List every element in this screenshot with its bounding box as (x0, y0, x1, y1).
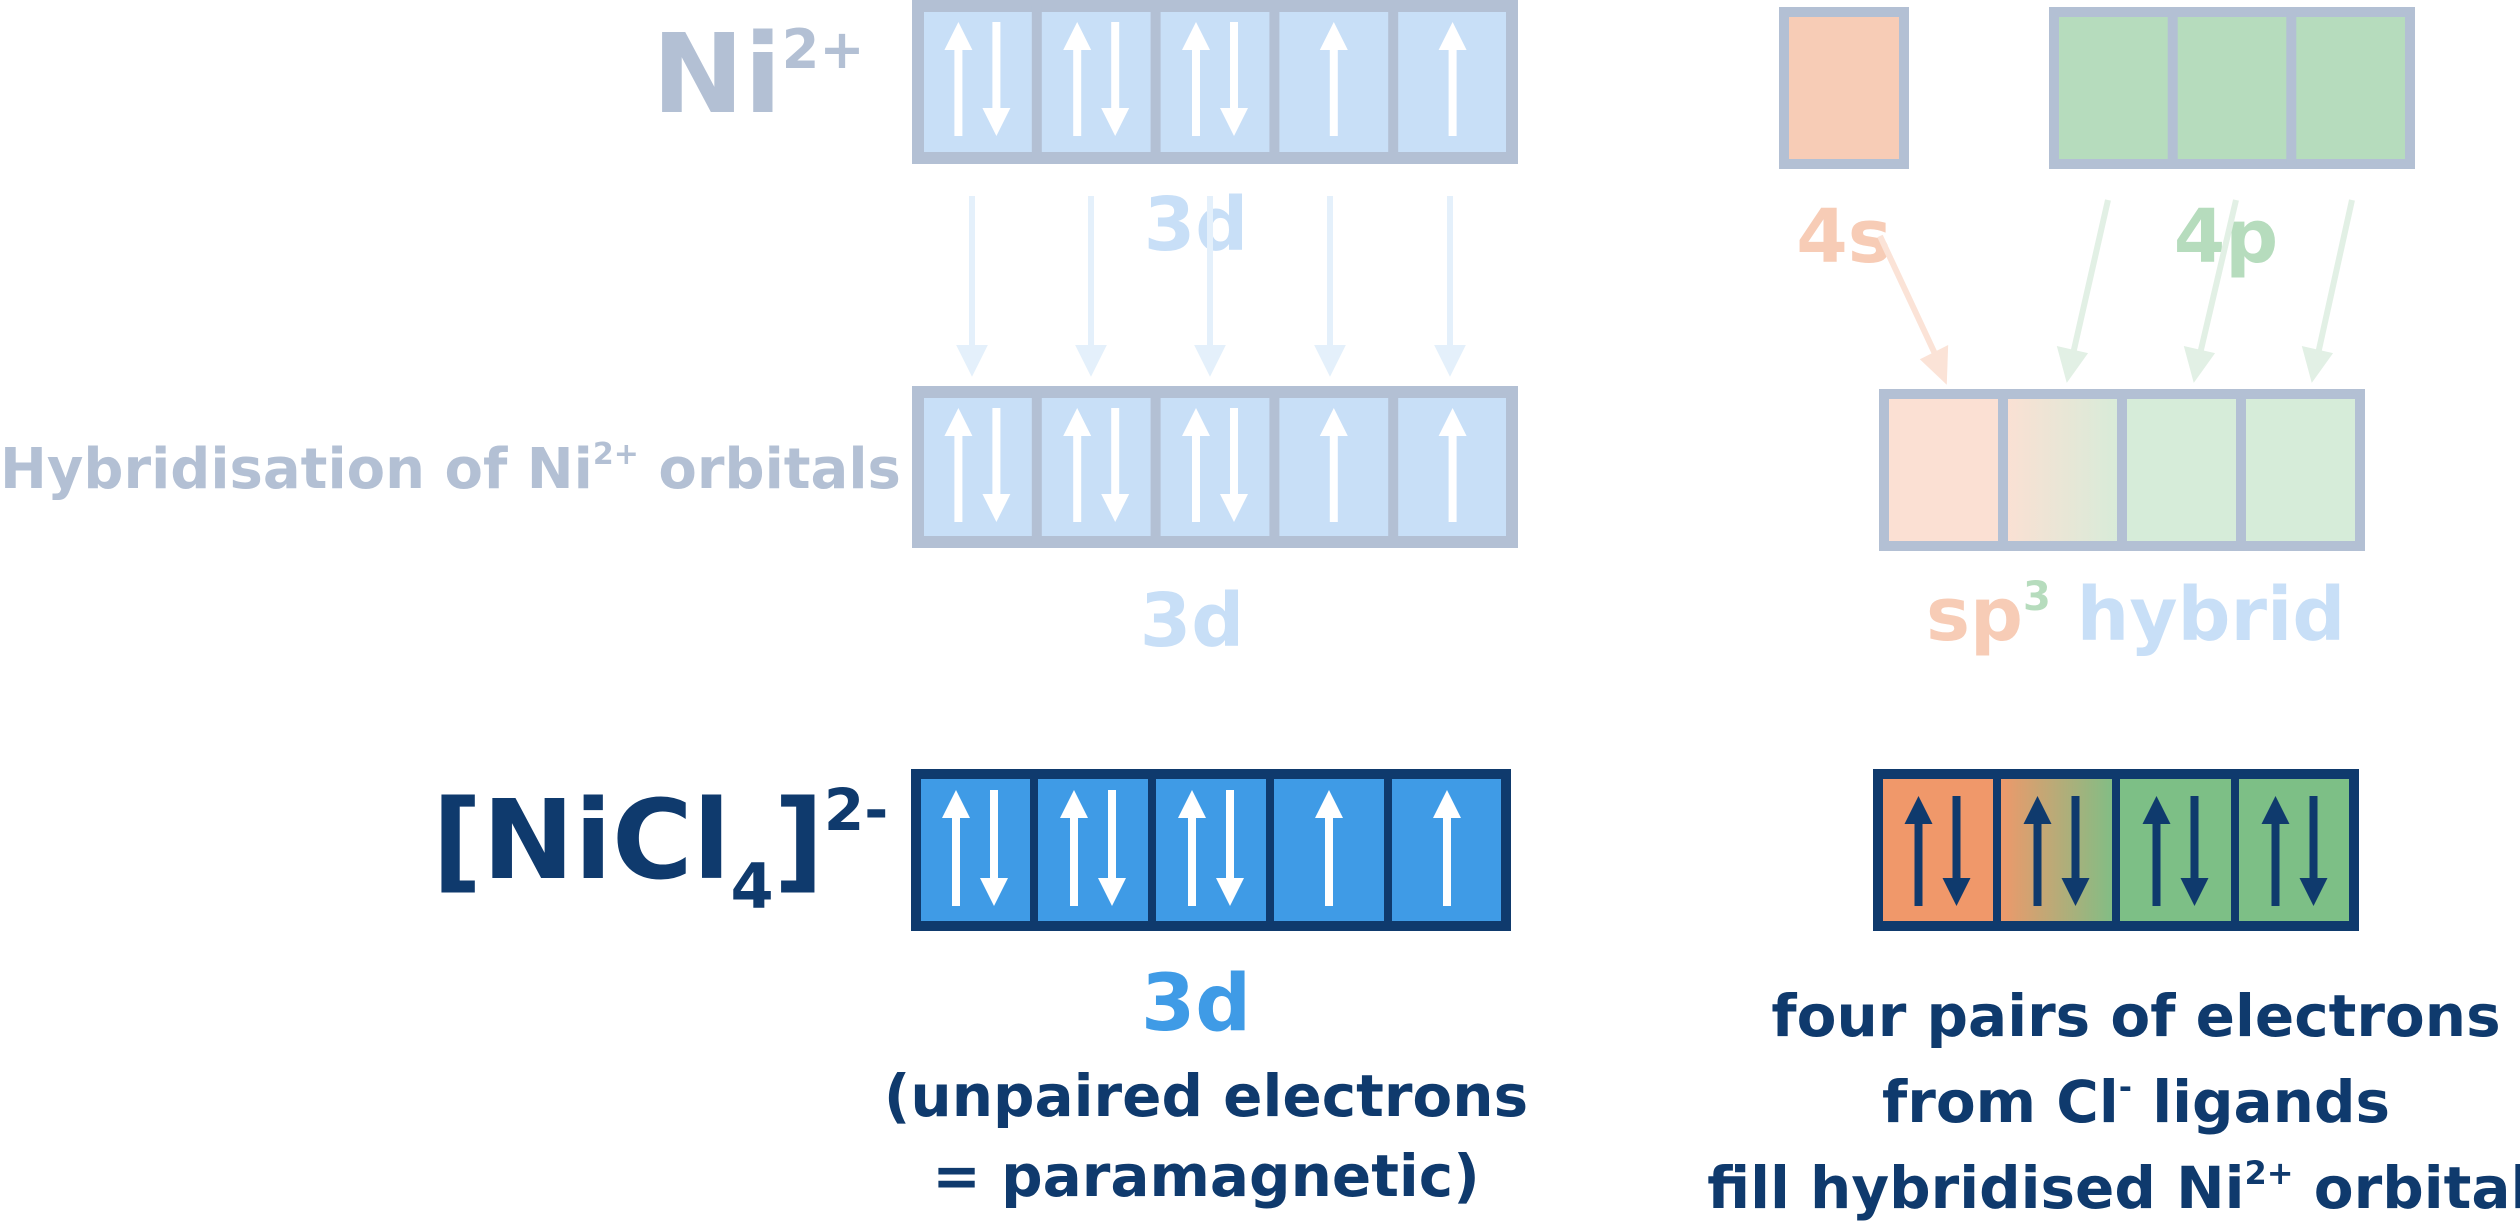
electron-up-head (2142, 796, 2171, 824)
d-note-line1: (unpaired electrons (884, 1062, 1528, 1130)
row3-hybrid-electrons (1904, 796, 2328, 906)
electron-down-head (1101, 108, 1130, 136)
electron-up-head (1063, 22, 1092, 50)
electron-down-head (1216, 878, 1244, 906)
electron-down-head (2180, 878, 2209, 906)
sp3-hybrid-label: sp3 hybrid (1926, 572, 2345, 658)
row3-3d-orbitals (911, 769, 1511, 931)
row3-sp3-orbitals (1873, 769, 2359, 931)
electron-up-head (1060, 790, 1088, 818)
electron-down-head (982, 108, 1011, 136)
electron-down-head (2061, 878, 2090, 906)
row2-sp3-orbitals (1879, 389, 2365, 551)
row2-3d-orbitals (912, 386, 1518, 548)
electron-up-head (2261, 796, 2290, 824)
electron-up-head (1063, 408, 1092, 436)
electron-up-head (1319, 22, 1348, 50)
electron-down-head (980, 878, 1008, 906)
electron-up-head (1438, 408, 1467, 436)
electron-up-head (1438, 22, 1467, 50)
electron-up-head (1182, 22, 1210, 50)
electron-up-head (2023, 796, 2052, 824)
electron-down-head (1942, 878, 1971, 906)
electron-up-head (1178, 790, 1206, 818)
electron-down-head (1098, 878, 1126, 906)
d-note-line2: = paramagnetic) (932, 1142, 1479, 1210)
hybridisation-caption: Hybridisation of Ni2+ orbitals (0, 437, 901, 502)
row-ni-ion: Ni2+ 3d 4s 4p (652, 0, 2415, 280)
electron-up-head (1319, 408, 1348, 436)
row1-3d-electrons (944, 22, 1467, 136)
row-hybridisation: Hybridisation of Ni2+ orbitals 3d sp3 hy… (0, 386, 2365, 664)
row1-4p-orbitals (2049, 7, 2415, 169)
hybrid-note-line3: fill hybridised Ni2+ orbitals (1707, 1154, 2520, 1222)
electron-down-head (1101, 494, 1130, 522)
row1-4s-label: 4s (1796, 194, 1892, 280)
row3-3d-label: 3d (1141, 959, 1251, 1049)
electron-up-head (942, 790, 970, 818)
hybrid-note-line2: from Cl- ligands (1882, 1068, 2390, 1136)
row1-3d-label: 3d (1144, 182, 1248, 268)
electron-up-head (1904, 796, 1933, 824)
hybridisation-arrows (956, 196, 2355, 385)
electron-down-head (1220, 108, 1248, 136)
electron-down-head (2299, 878, 2328, 906)
electron-down-head (1220, 494, 1248, 522)
row2-3d-label: 3d (1140, 578, 1244, 664)
electron-up-head (1182, 408, 1210, 436)
row2-3d-electrons (944, 408, 1467, 522)
row1-3d-orbitals (912, 0, 1518, 164)
electron-up-head (1433, 790, 1461, 818)
ni-ion-charge: 2+ (782, 18, 865, 81)
electron-up-head (944, 22, 973, 50)
row3-3d-electrons (942, 790, 1461, 906)
electron-up-head (944, 408, 973, 436)
hybrid-note-line1: four pairs of electrons (1771, 982, 2500, 1050)
ni-ion-label: Ni2+ (652, 10, 865, 138)
electron-up-head (1315, 790, 1343, 818)
complex-formula: [NiCl4]2- (432, 776, 888, 923)
electron-down-head (982, 494, 1011, 522)
row1-4s-orbital (1779, 7, 1909, 169)
row-complex: [NiCl4]2- 3d (unpaired electrons = param… (432, 769, 2520, 1222)
